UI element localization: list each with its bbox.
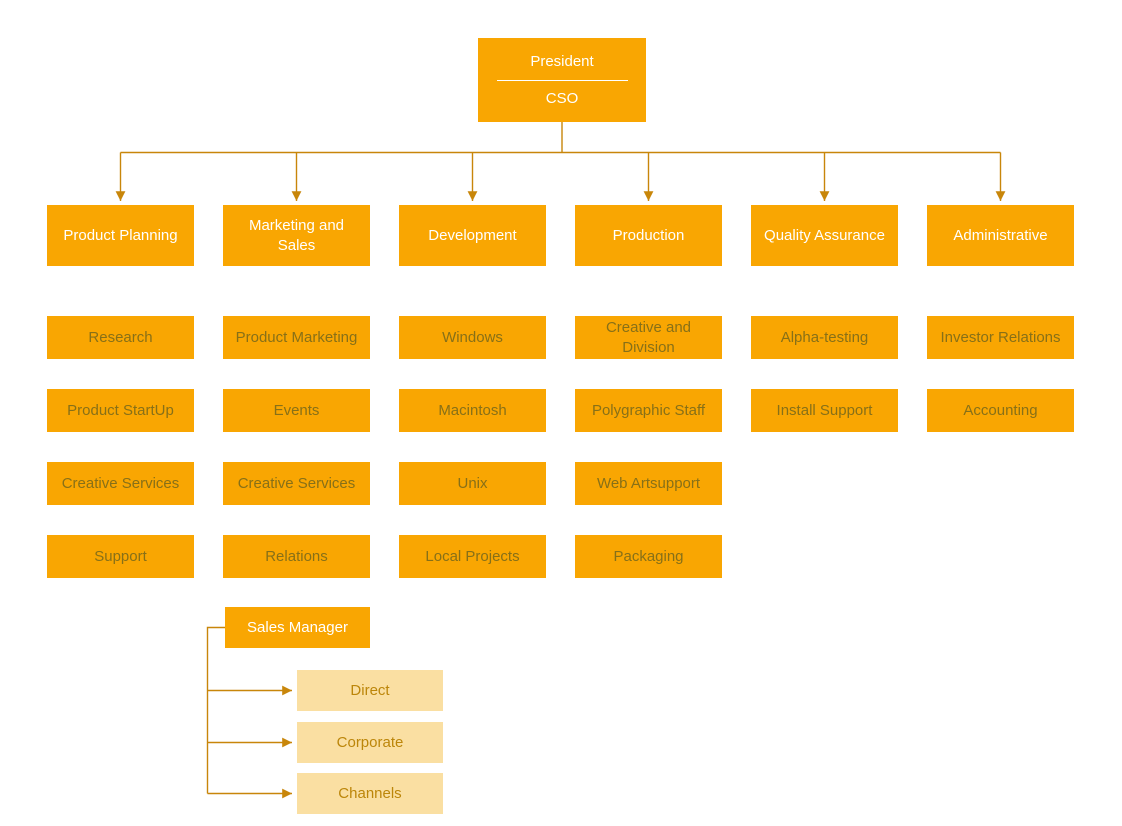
node-label: Creative and Division: [605, 319, 692, 356]
org-node-sub-department: Windows: [399, 316, 546, 359]
org-node-sales-channel: Corporate: [297, 722, 443, 763]
org-node-sub-department: Install Support: [751, 389, 898, 432]
root-node-title: President: [530, 53, 594, 70]
node-label: Packaging: [613, 547, 684, 565]
org-node-sub-department: Relations: [223, 535, 370, 578]
org-node-department: Development: [399, 205, 546, 266]
node-label: Creative Services: [237, 474, 356, 492]
node-label: Accounting: [963, 401, 1038, 419]
node-label: Relations: [265, 547, 328, 565]
node-label: Sales Manager: [247, 618, 348, 636]
org-node-sub-department: Creative Services: [47, 462, 194, 505]
node-label: Direct: [350, 681, 390, 699]
divider-line: [496, 79, 628, 81]
org-node-department: Administrative: [927, 205, 1074, 266]
node-label: Polygraphic Staff: [591, 401, 706, 419]
node-label: Product StartUp: [67, 401, 174, 419]
org-node-sub-department: Investor Relations: [927, 316, 1074, 359]
org-node-sub-department: Web Artsupport: [575, 462, 722, 505]
node-label: Corporate: [336, 733, 404, 751]
org-node-sub-department: Product StartUp: [47, 389, 194, 432]
org-node-sub-department: Research: [47, 316, 194, 359]
org-node-sales-channel: Channels: [297, 773, 443, 814]
node-label: Production: [612, 226, 685, 244]
org-node-sub-department: Creative Services: [223, 462, 370, 505]
org-node-sales-manager: Sales Manager: [225, 607, 370, 648]
org-node-sub-department: Macintosh: [399, 389, 546, 432]
org-node-president-cso: President CSO: [478, 38, 646, 122]
node-label: Alpha-testing: [780, 328, 869, 346]
org-node-sub-department: Support: [47, 535, 194, 578]
node-label: Macintosh: [438, 401, 507, 419]
org-node-sub-department: Local Projects: [399, 535, 546, 578]
node-label: Research: [88, 328, 153, 346]
org-node-sub-department: Alpha-testing: [751, 316, 898, 359]
root-node-subtitle: CSO: [545, 89, 579, 107]
node-label: Web Artsupport: [596, 474, 701, 492]
org-node-sub-department: Product Marketing: [223, 316, 370, 359]
org-node-department: Product Planning: [47, 205, 194, 266]
node-label: Development: [428, 226, 517, 244]
org-node-sales-channel: Direct: [297, 670, 443, 711]
node-label: Product Marketing: [235, 328, 358, 346]
org-node-sub-department: Events: [223, 389, 370, 432]
org-node-sub-department: Accounting: [927, 389, 1074, 432]
node-label: Channels: [338, 784, 402, 802]
node-label: Support: [94, 547, 147, 565]
node-label: Unix: [457, 474, 488, 492]
node-label: Investor Relations: [940, 328, 1061, 346]
org-node-sub-department: Unix: [399, 462, 546, 505]
org-node-sub-department: Creative and Division: [575, 316, 722, 359]
org-node-department: Marketing and Sales: [223, 205, 370, 266]
org-node-department: Quality Assurance: [751, 205, 898, 266]
org-node-department: Production: [575, 205, 722, 266]
node-label: Creative Services: [61, 474, 180, 492]
node-label: Product Planning: [63, 226, 178, 244]
org-node-sub-department: Polygraphic Staff: [575, 389, 722, 432]
node-label: Local Projects: [425, 547, 520, 565]
node-label: Windows: [442, 328, 503, 346]
org-node-sub-department: Packaging: [575, 535, 722, 578]
node-label: Quality Assurance: [764, 226, 885, 244]
node-label: Administrative: [953, 226, 1048, 244]
node-label: Install Support: [776, 401, 873, 419]
node-label: Events: [273, 401, 320, 419]
node-label: Marketing and Sales: [248, 217, 345, 254]
